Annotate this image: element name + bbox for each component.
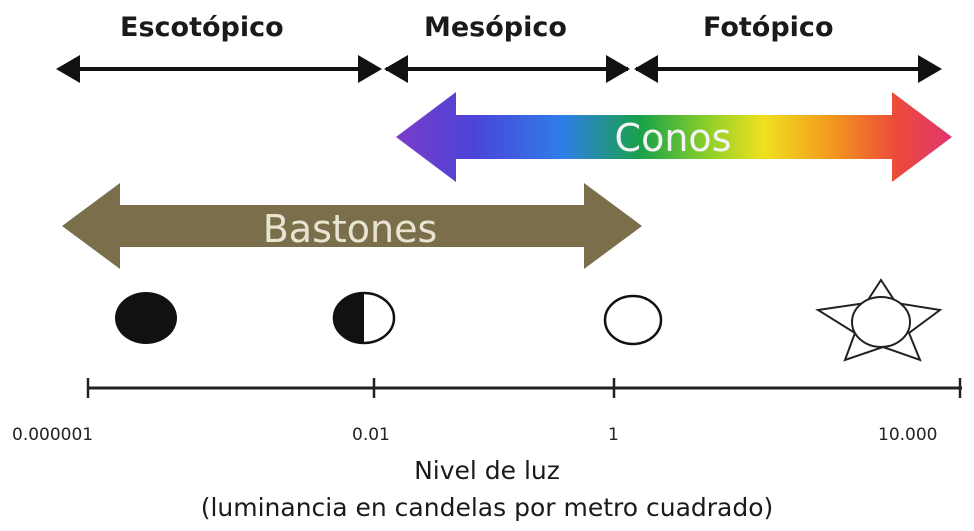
range-arrow-fotopico [634, 55, 942, 83]
rods-arrow [62, 183, 642, 269]
tick-label-0-01: 0.01 [352, 425, 390, 445]
fotopico-label: Fotópico [703, 12, 834, 43]
luminance-axis [86, 378, 962, 398]
range-arrow-escotopico [56, 55, 382, 83]
rods-label: Bastones [263, 207, 438, 251]
axis-subtitle: (luminancia en candelas por metro cuadra… [200, 493, 774, 522]
half-moon-icon [332, 291, 396, 345]
axis-title: Nivel de luz [414, 456, 560, 485]
full-dark-moon-icon [115, 292, 177, 344]
range-arrow-mesopico [384, 55, 630, 83]
escotopico-label: Escotópico [120, 12, 284, 43]
cones-label: Conos [615, 116, 732, 160]
sun-icon [815, 278, 943, 362]
mesopico-label: Mesópico [424, 12, 567, 43]
tick-label-0-000001: 0.000001 [12, 425, 94, 445]
tick-label-1: 1 [608, 425, 619, 445]
cones-arrow [396, 92, 952, 182]
tick-label-10000: 10.000 [878, 425, 938, 445]
empty-circle-icon [603, 294, 663, 346]
